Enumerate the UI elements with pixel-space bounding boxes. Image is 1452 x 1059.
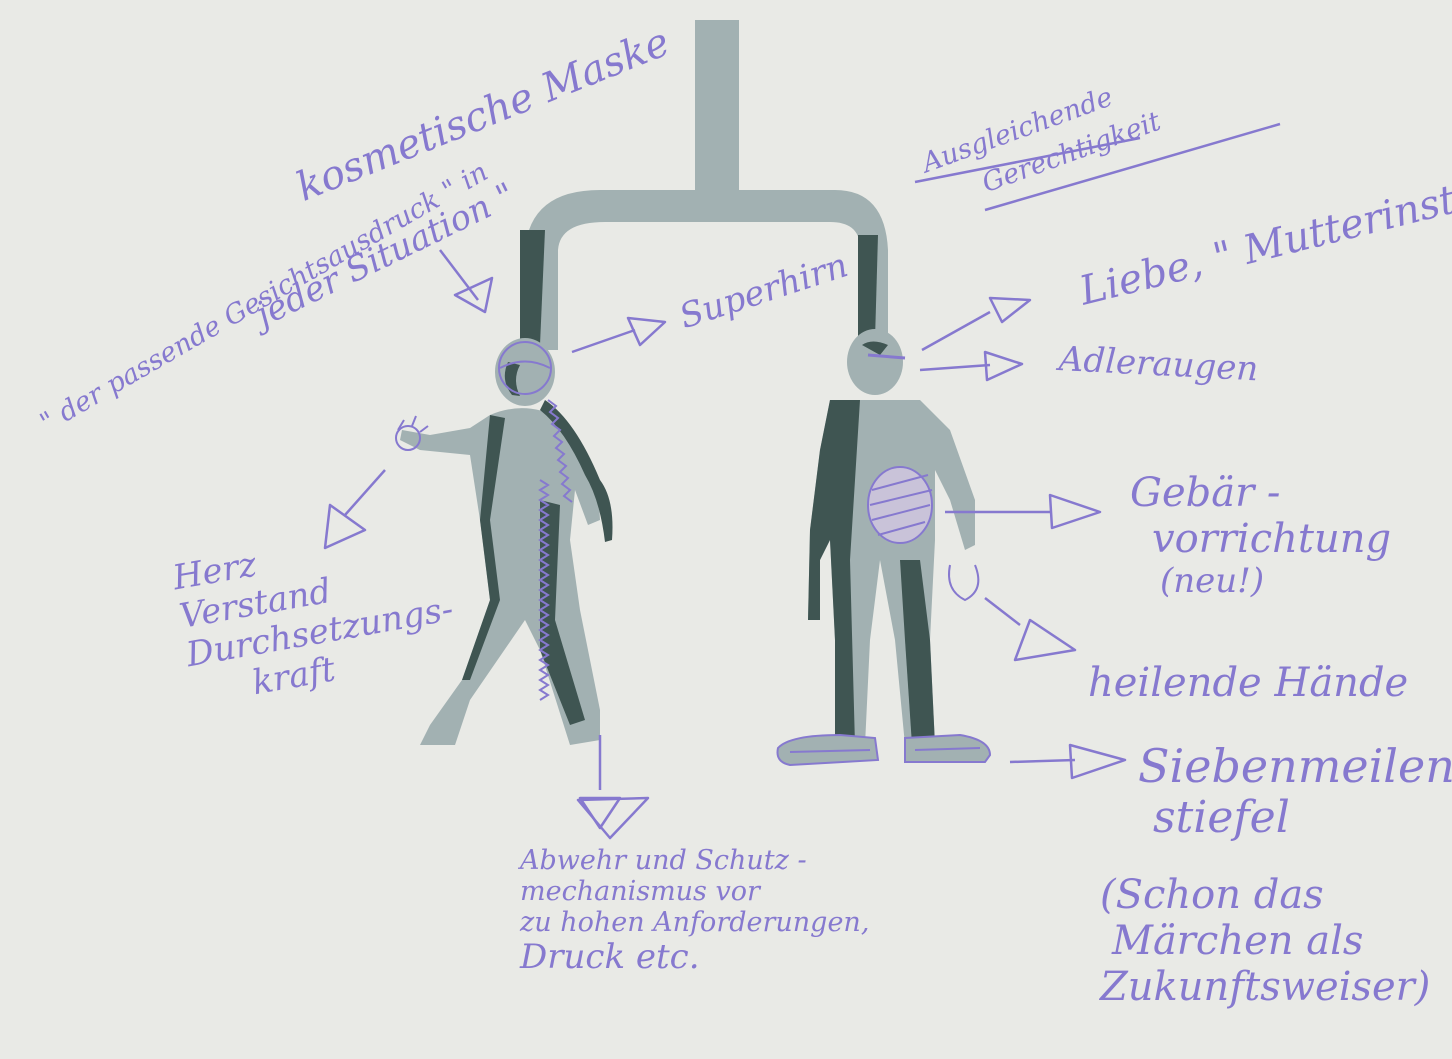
defense-line: Druck etc.	[520, 938, 869, 977]
defense-line: mechanismus vor	[520, 876, 869, 907]
birth-line: Gebär -	[1130, 470, 1391, 516]
healing-hands-label: heilende Hände	[1088, 660, 1408, 706]
defense-line: zu hohen Anforderungen,	[520, 907, 869, 938]
defense-label: Abwehr und Schutz - mechanismus vor zu h…	[520, 845, 869, 977]
birth-label: Gebär - vorrichtung (neu!)	[1130, 470, 1391, 601]
boots-line: stiefel	[1138, 793, 1452, 844]
boots-line: Siebenmeilen-	[1138, 740, 1452, 793]
fairy-tale-line: (Schon das	[1100, 872, 1430, 918]
birth-line: (neu!)	[1130, 562, 1391, 601]
boots-label: Siebenmeilen- stiefel	[1138, 740, 1452, 843]
fairy-tale-line: Märchen als	[1100, 918, 1430, 964]
defense-line: Abwehr und Schutz -	[520, 845, 869, 876]
right-figure	[778, 329, 991, 765]
fairy-tale-label: (Schon das Märchen als Zukunftsweiser)	[1100, 872, 1430, 1010]
fairy-tale-line: Zukunftsweiser)	[1100, 964, 1430, 1010]
birth-line: vorrichtung	[1130, 516, 1391, 562]
